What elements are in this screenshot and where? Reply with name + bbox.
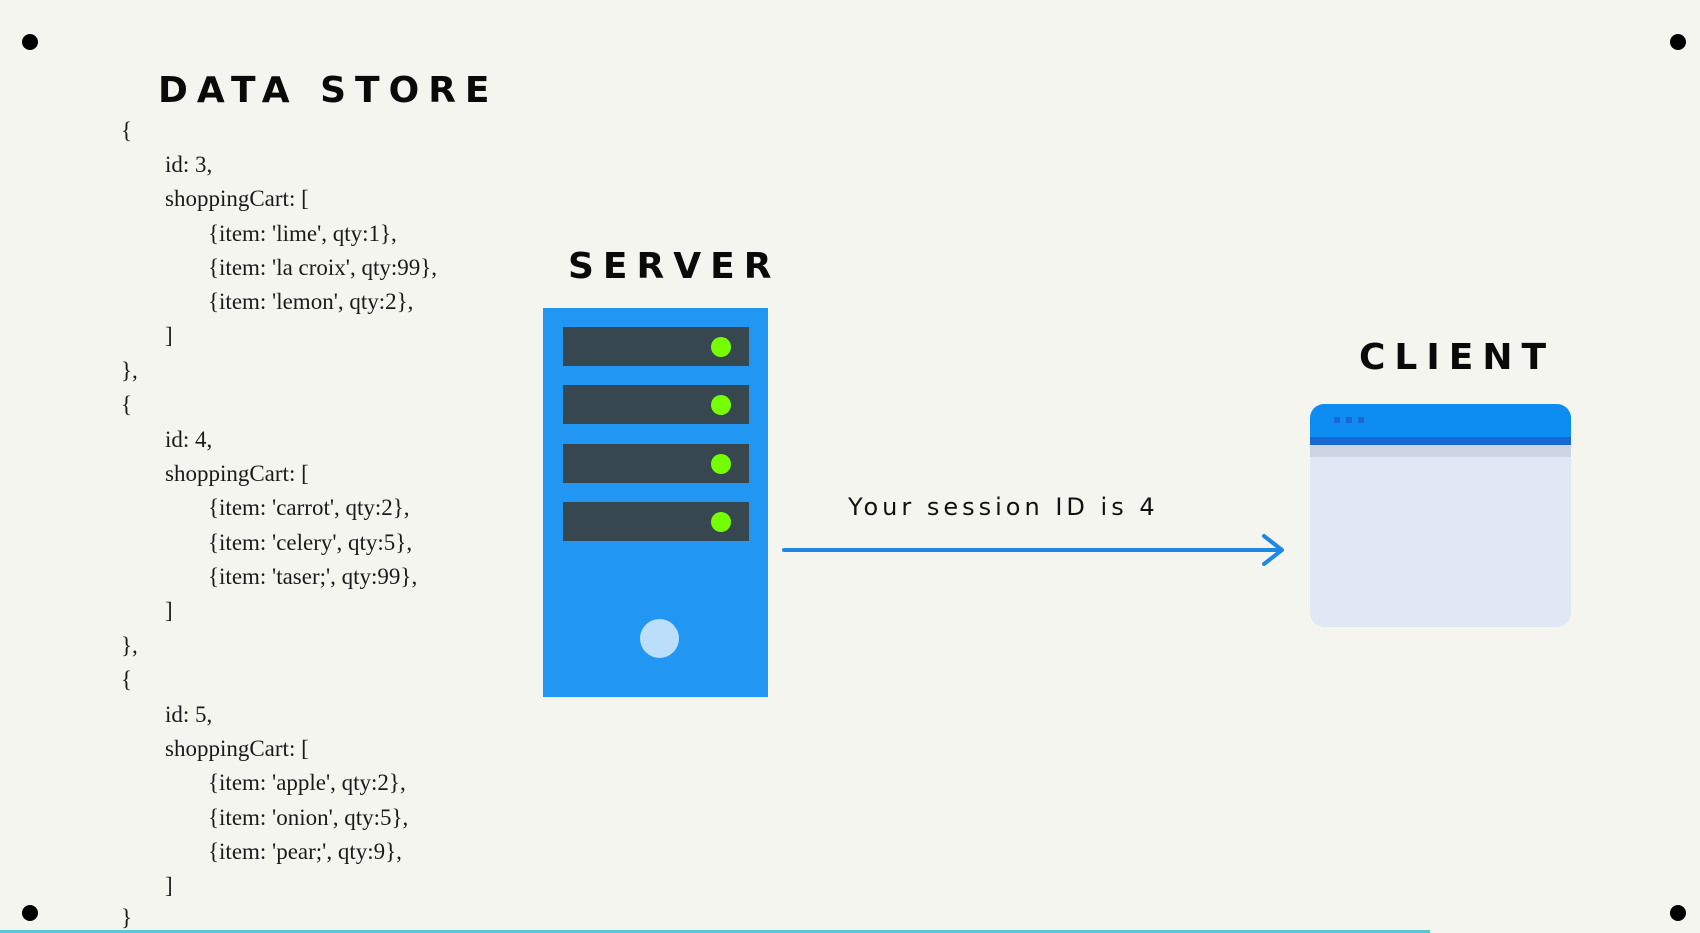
code-line: }, — [121, 358, 138, 383]
code-line: } — [121, 905, 133, 930]
code-line: shoppingCart: [ — [165, 461, 309, 486]
status-led-icon — [711, 395, 731, 415]
arrow-right-icon — [782, 534, 1284, 566]
corner-dot-top-left — [22, 34, 38, 50]
code-line: {item: 'onion', qty:5}, — [208, 805, 409, 830]
code-line: ] — [165, 598, 173, 623]
corner-dot-top-right — [1670, 34, 1686, 50]
browser-window-icon — [1310, 404, 1571, 627]
corner-dot-bottom-right — [1670, 905, 1686, 921]
data-store-heading: DATA STORE — [158, 70, 499, 111]
browser-dot — [1358, 417, 1364, 423]
code-line: }, — [121, 633, 138, 658]
code-line: { — [121, 667, 133, 692]
code-line: {item: 'pear;', qty:9}, — [208, 839, 402, 864]
browser-address-strip — [1310, 437, 1571, 445]
client-heading: CLIENT — [1359, 337, 1556, 378]
server-slot — [563, 502, 749, 541]
code-line: {item: 'lemon', qty:2}, — [208, 289, 414, 314]
browser-title-bar — [1310, 404, 1571, 437]
code-line: {item: 'apple', qty:2}, — [208, 770, 406, 795]
status-led-icon — [711, 337, 731, 357]
code-line: { — [121, 118, 133, 143]
bottom-accent-line — [0, 930, 1430, 933]
code-line: id: 5, — [165, 702, 213, 727]
code-line: {item: 'lime', qty:1}, — [208, 221, 397, 246]
code-line: {item: 'carrot', qty:2}, — [208, 495, 410, 520]
code-line: {item: 'la croix', qty:99}, — [208, 255, 438, 280]
power-button-icon — [640, 619, 679, 658]
browser-toolbar-shadow — [1310, 445, 1571, 457]
code-line: shoppingCart: [ — [165, 186, 309, 211]
code-line: ] — [165, 323, 173, 348]
code-line: ] — [165, 873, 173, 898]
session-id-label: Your session ID is 4 — [848, 493, 1159, 521]
browser-dot — [1346, 417, 1352, 423]
server-slot — [563, 385, 749, 424]
code-line: id: 3, — [165, 152, 213, 177]
server-slot — [563, 444, 749, 483]
code-line: shoppingCart: [ — [165, 736, 309, 761]
code-line: id: 4, — [165, 427, 213, 452]
server-icon — [543, 308, 768, 697]
code-line: { — [121, 392, 133, 417]
code-line: {item: 'celery', qty:5}, — [208, 530, 413, 555]
server-heading: SERVER — [568, 246, 781, 287]
corner-dot-bottom-left — [22, 905, 38, 921]
browser-dot — [1334, 417, 1340, 423]
status-led-icon — [711, 512, 731, 532]
server-slot — [563, 327, 749, 366]
status-led-icon — [711, 454, 731, 474]
code-line: {item: 'taser;', qty:99}, — [208, 564, 418, 589]
